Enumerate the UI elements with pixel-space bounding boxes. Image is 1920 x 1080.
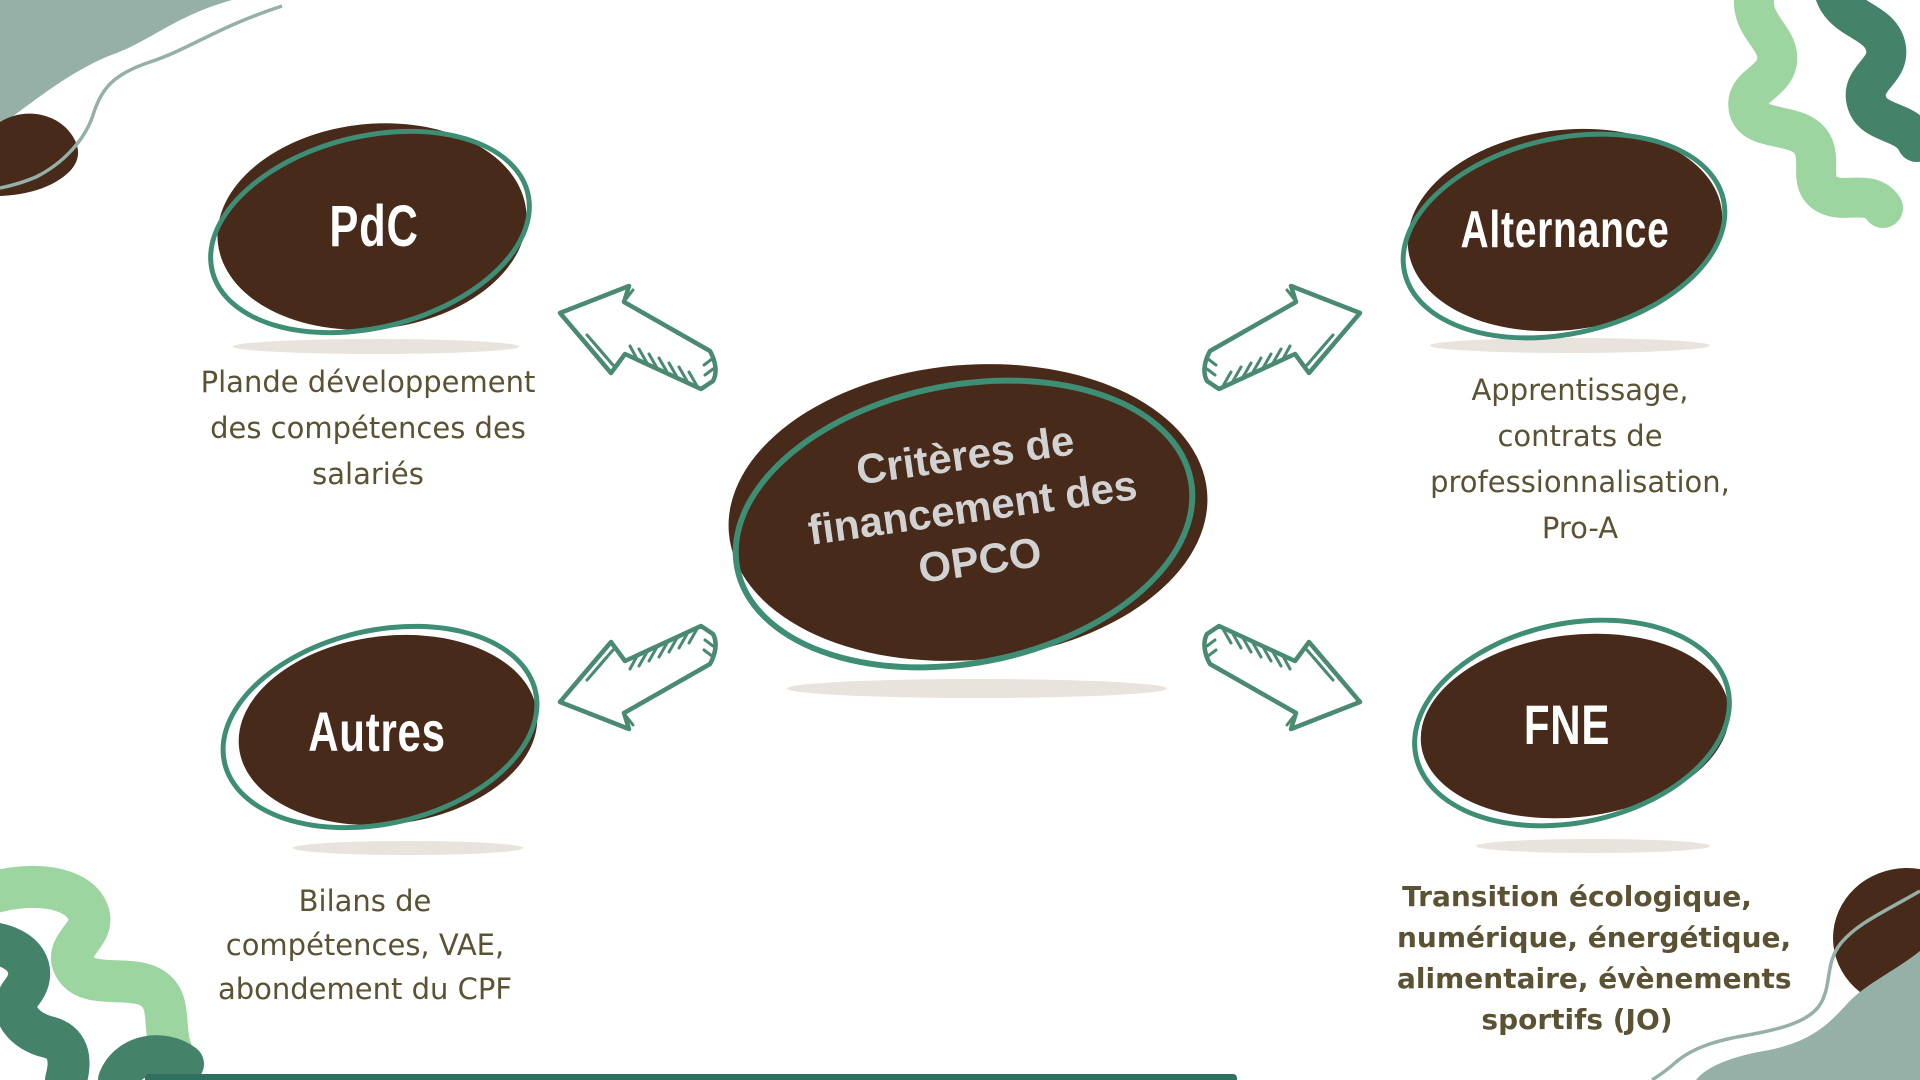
autres-label: Autres bbox=[308, 700, 446, 763]
fne-desc-line: numérique, énergétique, bbox=[1397, 921, 1792, 954]
sage-outline-curve bbox=[1651, 889, 1920, 1080]
alternance-desc-line: Pro-A bbox=[1541, 511, 1619, 545]
bottom-edge-strip bbox=[145, 1074, 1237, 1080]
fne-shadow bbox=[1476, 839, 1710, 853]
pdc-label: PdC bbox=[329, 194, 419, 259]
brown-blob-shape bbox=[0, 113, 79, 196]
pdc-shadow bbox=[233, 339, 519, 354]
fne-description: Transition écologique, numérique, énergé… bbox=[1397, 876, 1792, 1040]
light-green-squiggle bbox=[0, 865, 198, 1080]
corner-decoration-bottom-left bbox=[0, 865, 204, 1080]
alternance-label: Alternance bbox=[1460, 201, 1670, 259]
arrow-bottom-right-icon bbox=[1195, 610, 1370, 740]
pdc-desc-line: salariés bbox=[312, 457, 424, 491]
alternance-desc-line: contrats de bbox=[1497, 419, 1663, 453]
pdc-desc-line: des compétences des bbox=[210, 411, 526, 445]
autres-description: Bilans de compétences, VAE, abondement d… bbox=[200, 879, 530, 1011]
alternance-description: Apprentissage, contrats de professionnal… bbox=[1400, 367, 1760, 551]
autres-desc-line: Bilans de bbox=[298, 884, 432, 918]
corner-decoration-top-right bbox=[1728, 0, 1920, 228]
sage-outline-curve bbox=[0, 4, 283, 190]
dark-green-squiggle bbox=[0, 923, 90, 1080]
corner-decoration-top-left bbox=[0, 0, 283, 196]
fne-label: FNE bbox=[1523, 693, 1611, 756]
dark-green-squiggle bbox=[1817, 0, 1920, 162]
fne-desc-line: Transition écologique, bbox=[1402, 880, 1752, 913]
corner-decoration-bottom-right bbox=[1651, 868, 1920, 1080]
pdc-desc-line: Plande développement bbox=[200, 365, 536, 399]
autres-desc-line: abondement du CPF bbox=[217, 972, 513, 1006]
dark-green-squiggle-small bbox=[98, 1035, 204, 1080]
alternance-desc-line: Apprentissage, bbox=[1471, 373, 1689, 407]
arrow-top-left-icon bbox=[550, 275, 725, 405]
fne-desc-line: alimentaire, évènements bbox=[1397, 962, 1792, 995]
autres-shadow bbox=[293, 841, 523, 855]
arrow-top-right-icon bbox=[1195, 275, 1370, 405]
center-shadow bbox=[787, 679, 1167, 698]
arrow-bottom-left-icon bbox=[550, 610, 725, 740]
alternance-desc-line: professionnalisation, bbox=[1430, 465, 1730, 499]
pdc-description: Plande développement des compétences des… bbox=[198, 359, 538, 497]
sage-wave-shape bbox=[1696, 951, 1920, 1080]
fne-desc-line: sportifs (JO) bbox=[1481, 1003, 1673, 1036]
alternance-shadow bbox=[1430, 338, 1710, 353]
light-green-squiggle bbox=[1728, 0, 1903, 228]
autres-desc-line: compétences, VAE, bbox=[225, 928, 505, 962]
sage-wave-shape bbox=[0, 0, 232, 126]
